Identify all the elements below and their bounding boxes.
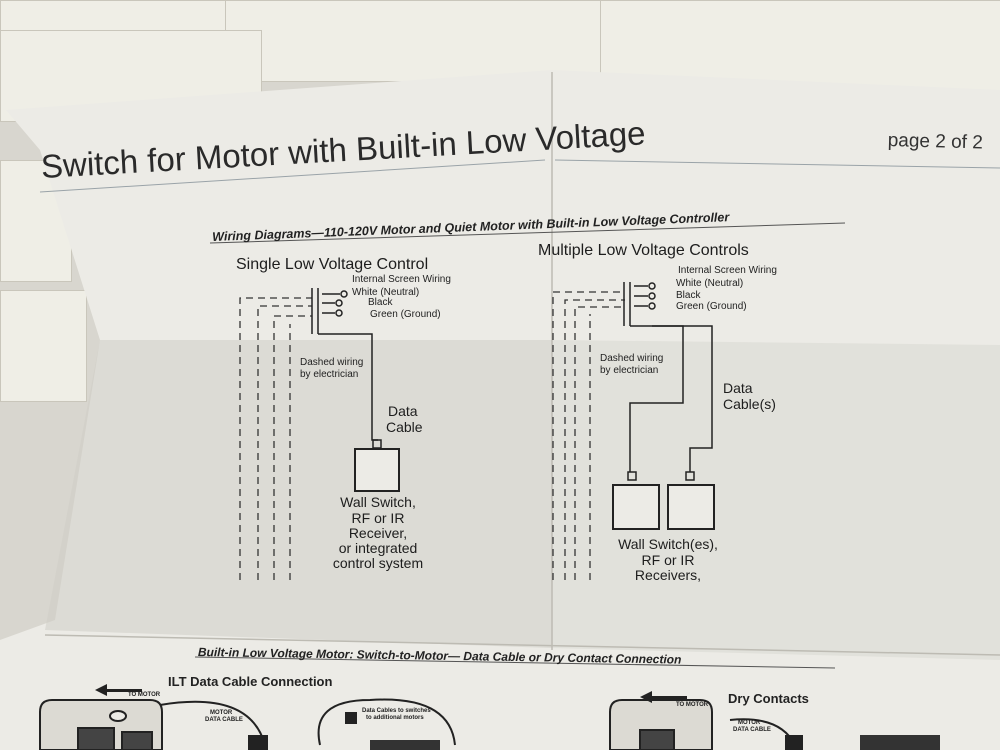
multiple-device-line-3: Receivers, [634, 567, 702, 583]
multiple-controls-title: Multiple Low Voltage Controls [538, 242, 749, 259]
multiple-dashed-label-2: by electrician [600, 365, 659, 376]
dry-to-motor-label: TO MOTOR [676, 702, 709, 708]
single-green-wire-label: Green (Ground) [370, 309, 441, 320]
single-device-line-5: control system [332, 555, 424, 571]
single-cable-label-2: Cable [386, 419, 423, 435]
single-white-wire-label: White (Neutral) [352, 287, 420, 298]
page-number: page 2 of 2 [887, 130, 984, 154]
data-cables-note-2: to additional motors [366, 715, 424, 721]
single-dashed-label-1: Dashed wiring [300, 357, 364, 368]
background-box-left-3 [0, 290, 87, 402]
multiple-white-wire-label: White (Neutral) [676, 278, 744, 289]
single-control-title: Single Low Voltage Control [236, 256, 429, 273]
background-box-top-middle [225, 0, 607, 82]
multiple-internal-wiring-label: Internal Screen Wiring [678, 265, 777, 276]
multiple-green-wire-label: Green (Ground) [676, 301, 747, 312]
single-black-wire-label: Black [368, 297, 393, 308]
ilt-to-motor-label: TO MOTOR [128, 692, 161, 698]
ilt-motor-data-cable-label-1: MOTOR [210, 710, 233, 716]
wall-switch-box-2 [667, 484, 715, 530]
dry-motor-data-cable-label-1: MOTOR [738, 720, 761, 726]
dry-motor-data-cable-label-2: DATA CABLE [733, 727, 771, 733]
single-internal-wiring-label: Internal Screen Wiring [352, 274, 451, 285]
ilt-data-cable-title: ILT Data Cable Connection [168, 674, 333, 689]
ilt-motor-data-cable-label-2: DATA CABLE [205, 717, 243, 723]
wall-switch-box-1 [612, 484, 660, 530]
single-device-line-2: RF or IR [351, 510, 405, 526]
multiple-device-line-1: Wall Switch(es), [618, 536, 718, 552]
data-cables-note-1: Data Cables to switches [362, 708, 431, 714]
wall-switch-box [354, 448, 400, 492]
dry-contacts-title: Dry Contacts [728, 691, 809, 706]
single-device-line-4: or integrated [338, 540, 418, 556]
multiple-cable-label-2: Cable(s) [723, 396, 776, 412]
single-dashed-label-2: by electrician [300, 369, 359, 380]
single-device-line-3: Receiver, [348, 525, 408, 541]
multiple-device-line-2: RF or IR [641, 552, 695, 568]
single-device-line-1: Wall Switch, [340, 494, 416, 510]
multiple-cable-label-1: Data [723, 380, 753, 396]
multiple-black-wire-label: Black [676, 290, 701, 301]
multiple-dashed-label-1: Dashed wiring [600, 353, 664, 364]
single-cable-label-1: Data [388, 403, 418, 419]
